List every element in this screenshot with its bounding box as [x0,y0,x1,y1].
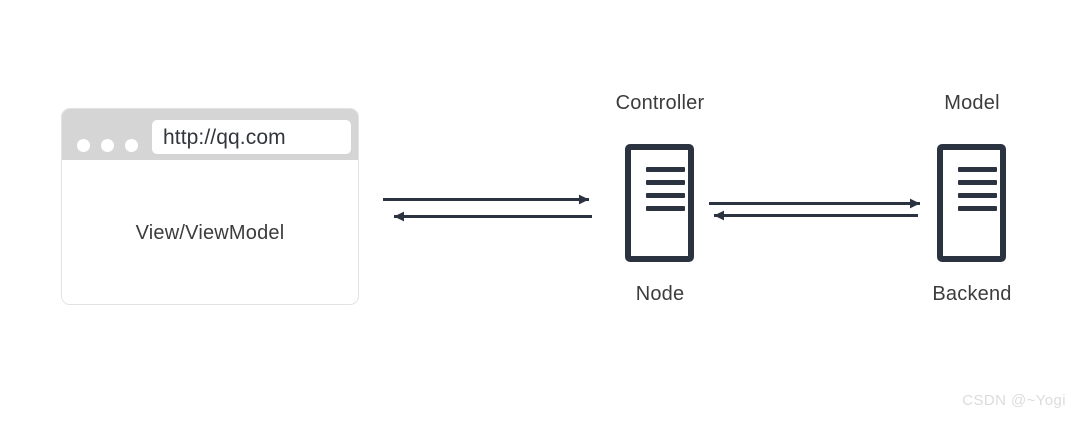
window-close-dot-icon[interactable] [77,139,90,152]
server-controller [625,144,694,262]
server-icon-bars [958,167,997,211]
server-bar [958,167,997,172]
address-bar-text: http://qq.com [163,125,286,149]
browser-viewport: View/ViewModel [62,160,358,304]
server-bar [646,193,685,198]
node-label-controller-top: Controller [615,92,705,114]
node-label-controller-bottom: Node [635,283,685,305]
server-backend [937,144,1006,262]
server-icon [625,144,694,262]
browser-titlebar: http://qq.com [62,109,358,160]
window-maximize-dot-icon[interactable] [125,139,138,152]
server-bar [958,206,997,211]
connector-controller-backend [709,198,920,221]
view-viewmodel-label: View/ViewModel [135,221,285,244]
server-bar [958,193,997,198]
connector-browser-controller [383,194,592,222]
server-bar [646,180,685,185]
window-minimize-dot-icon[interactable] [101,139,114,152]
browser-window: http://qq.com View/ViewModel [61,108,359,305]
server-bar [958,180,997,185]
address-bar[interactable]: http://qq.com [152,120,351,154]
server-icon-bars [646,167,685,211]
server-bar [646,167,685,172]
server-bar [646,206,685,211]
watermark: CSDN @~Yogi [962,392,1066,409]
server-icon [937,144,1006,262]
node-label-backend-top: Model [944,92,1000,114]
node-label-backend-bottom: Backend [932,283,1012,305]
